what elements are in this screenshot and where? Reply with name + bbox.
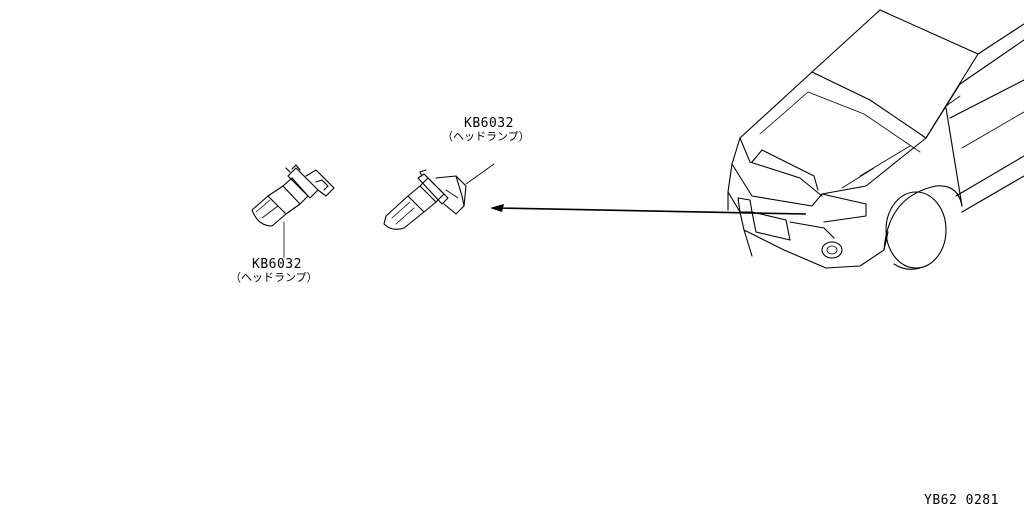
diagram-id: YB62 0281 xyxy=(924,493,999,508)
middle-leader-line xyxy=(465,163,495,185)
part-description: （ヘッドランプ） xyxy=(230,271,318,284)
middle-bulb-icon xyxy=(383,169,467,230)
part-code: KB6032 xyxy=(464,116,514,131)
left-bulb-icon xyxy=(251,164,335,227)
part-description: （ヘッドランプ） xyxy=(442,130,530,143)
part-label-middle: KB6032 （ヘッドランプ） xyxy=(442,116,530,143)
part-label-left: KB6032 （ヘッドランプ） xyxy=(230,257,318,284)
car-front-illustration xyxy=(727,9,1024,270)
pointer-arrow xyxy=(490,204,807,215)
part-code: KB6032 xyxy=(252,257,302,272)
